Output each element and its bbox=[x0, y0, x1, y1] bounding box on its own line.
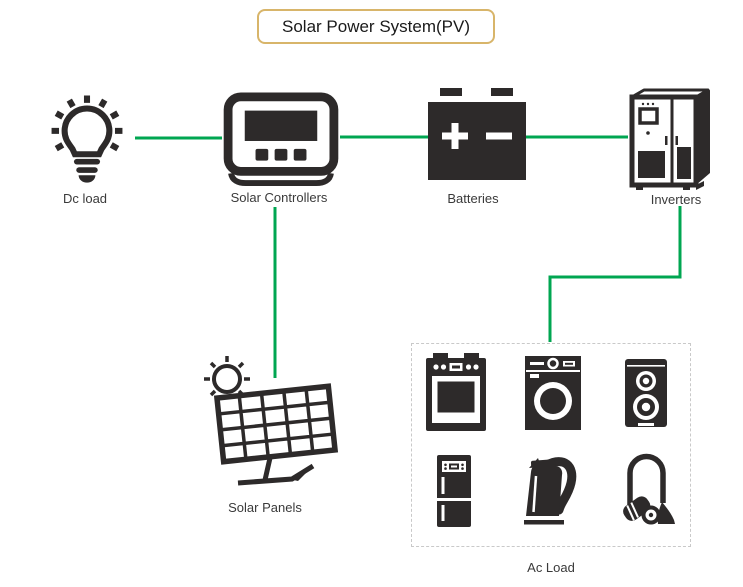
solar-panels-label: Solar Panels bbox=[228, 500, 302, 515]
solar-panel-icon bbox=[204, 356, 339, 486]
washing-machine-icon bbox=[525, 356, 581, 430]
light-bulb-icon bbox=[51, 95, 123, 183]
battery-icon bbox=[428, 88, 526, 180]
vacuum-cleaner-icon bbox=[623, 453, 675, 525]
diagram-title: Solar Power System(PV) bbox=[257, 9, 495, 44]
dc-load-label: Dc load bbox=[62, 191, 108, 206]
connector-inverter-acload bbox=[548, 206, 682, 342]
inverters-label: Inverters bbox=[650, 192, 702, 207]
solar-controllers-label: Solar Controllers bbox=[230, 190, 328, 205]
batteries-label: Batteries bbox=[447, 191, 499, 206]
refrigerator-icon bbox=[437, 455, 471, 527]
oven-icon bbox=[426, 353, 486, 431]
controller-icon bbox=[223, 92, 339, 187]
ac-load-label: Ac Load bbox=[527, 560, 575, 575]
speaker-icon bbox=[625, 359, 667, 427]
inverter-cabinet-icon bbox=[629, 88, 710, 190]
electric-kettle-icon bbox=[524, 457, 577, 525]
